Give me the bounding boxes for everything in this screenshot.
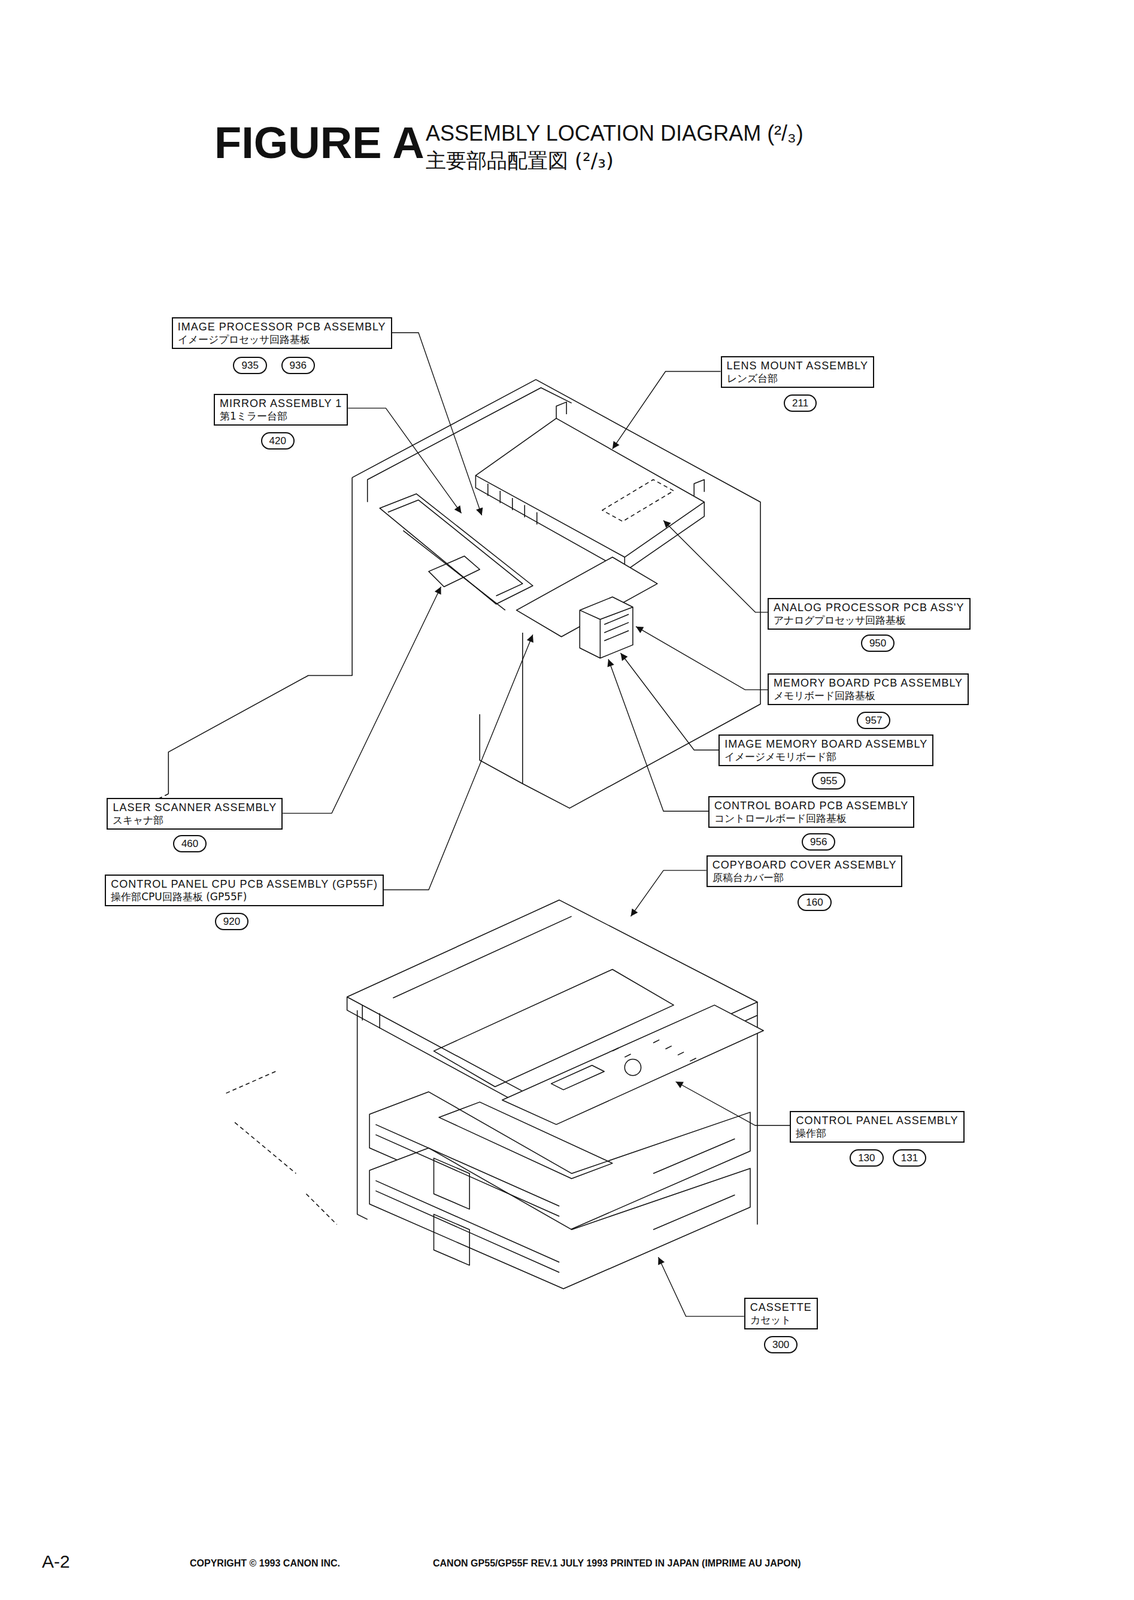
callout-oval: 460 (173, 835, 207, 853)
part-name: CONTROL PANEL ASSEMBLY (795, 1114, 958, 1128)
lower-unit-drawing (224, 900, 764, 1290)
part-name-japanese: 原稿台カバー部 (712, 871, 897, 885)
callout-oval: 300 (763, 1336, 798, 1354)
callout-number: 131 (901, 1151, 918, 1165)
part-name: CONTROL BOARD PCB ASSEMBLY (714, 799, 909, 813)
print-note: CANON GP55/GP55F REV.1 JULY 1993 PRINTED… (432, 1558, 802, 1570)
part-label-box: MIRROR ASSEMBLY 1第1ミラー台部 (213, 393, 348, 426)
part-name-japanese: 第1ミラー台部 (219, 410, 342, 423)
callout-number: 420 (269, 434, 287, 448)
part-label-box: LENS MOUNT ASSEMBLYレンズ台部 (720, 356, 875, 388)
part-name-japanese: 操作部 (795, 1127, 958, 1140)
callout-number: 920 (223, 915, 241, 929)
part-name: CASSETTE (750, 1301, 812, 1315)
callout-oval: 130 (849, 1149, 884, 1167)
part-name: LENS MOUNT ASSEMBLY (726, 359, 869, 373)
part-label-box: LASER SCANNER ASSEMBLYスキャナ部 (106, 798, 283, 830)
part-name-japanese: アナログプロセッサ回路基板 (773, 614, 965, 627)
callout-oval: 160 (797, 893, 832, 912)
callout-oval: 131 (892, 1149, 927, 1167)
figure-number: FIGURE A (214, 118, 425, 168)
callout-number: 935 (241, 359, 259, 372)
callout-oval: 936 (281, 356, 315, 375)
part-name: LASER SCANNER ASSEMBLY (112, 801, 277, 815)
callout-number: 300 (772, 1338, 790, 1352)
callout-number: 936 (289, 359, 307, 372)
callout-oval: 211 (783, 394, 817, 412)
part-name-japanese: 操作部CPU回路基板 (GP55F) (110, 890, 378, 904)
part-name-japanese: レンズ台部 (726, 372, 869, 385)
title-japanese: 主要部品配置図 (²/₃) (425, 149, 614, 172)
part-name: COPYBOARD COVER ASSEMBLY (712, 858, 897, 872)
callout-oval: 956 (801, 833, 836, 851)
part-name: IMAGE MEMORY BOARD ASSEMBLY (724, 737, 928, 751)
callout-number: 957 (865, 714, 882, 727)
diagram-title: ASSEMBLY LOCATION DIAGRAM (²/₃) (425, 121, 804, 146)
callout-number: 460 (181, 837, 199, 851)
callout-number: 956 (810, 835, 827, 849)
callout-oval: 935 (232, 356, 267, 375)
part-label-box: CASSETTEカセット (744, 1298, 818, 1330)
callout-oval: 920 (214, 913, 249, 931)
callout-number: 950 (869, 637, 887, 650)
part-label-box: MEMORY BOARD PCB ASSEMBLYメモリボード回路基板 (767, 673, 969, 706)
part-name: CONTROL PANEL CPU PCB ASSEMBLY (GP55F) (110, 877, 378, 891)
part-label-box: COPYBOARD COVER ASSEMBLY原稿台カバー部 (706, 855, 903, 888)
upper-unit-drawing (122, 379, 761, 817)
part-label-box: CONTROL BOARD PCB ASSEMBLYコントロールボード回路基板 (708, 796, 915, 829)
part-name-japanese: メモリボード回路基板 (773, 689, 963, 703)
part-label-box: ANALOG PROCESSOR PCB ASS'Yアナログプロセッサ回路基板 (767, 598, 971, 630)
callout-oval: 955 (811, 772, 846, 790)
callout-oval: 950 (860, 634, 895, 653)
part-name-japanese: イメージメモリボード部 (724, 750, 928, 764)
callout-oval: 957 (856, 711, 891, 730)
part-label-box: CONTROL PANEL ASSEMBLY操作部 (789, 1111, 964, 1143)
part-name: ANALOG PROCESSOR PCB ASS'Y (773, 601, 965, 615)
copyright-note: COPYRIGHT © 1993 CANON INC. (189, 1558, 341, 1570)
callout-number: 130 (857, 1151, 875, 1165)
part-name-japanese: イメージプロセッサ回路基板 (177, 333, 387, 347)
part-name-japanese: スキャナ部 (112, 814, 277, 827)
part-label-box: IMAGE PROCESSOR PCB ASSEMBLYイメージプロセッサ回路基… (171, 317, 393, 350)
part-name-japanese: カセット (750, 1314, 812, 1327)
callout-oval: 420 (261, 432, 295, 450)
part-label-box: IMAGE MEMORY BOARD ASSEMBLYイメージメモリボード部 (718, 734, 934, 767)
part-name: IMAGE PROCESSOR PCB ASSEMBLY (177, 320, 387, 334)
part-name: MEMORY BOARD PCB ASSEMBLY (773, 676, 963, 690)
callout-number: 160 (805, 896, 823, 909)
page-number: A-2 (41, 1551, 71, 1572)
part-name: MIRROR ASSEMBLY 1 (219, 396, 342, 411)
part-name-japanese: コントロールボード回路基板 (714, 812, 909, 826)
part-label-box: CONTROL PANEL CPU PCB ASSEMBLY (GP55F)操作… (104, 874, 384, 907)
callout-number: 955 (820, 774, 838, 788)
callout-number: 211 (792, 396, 809, 410)
